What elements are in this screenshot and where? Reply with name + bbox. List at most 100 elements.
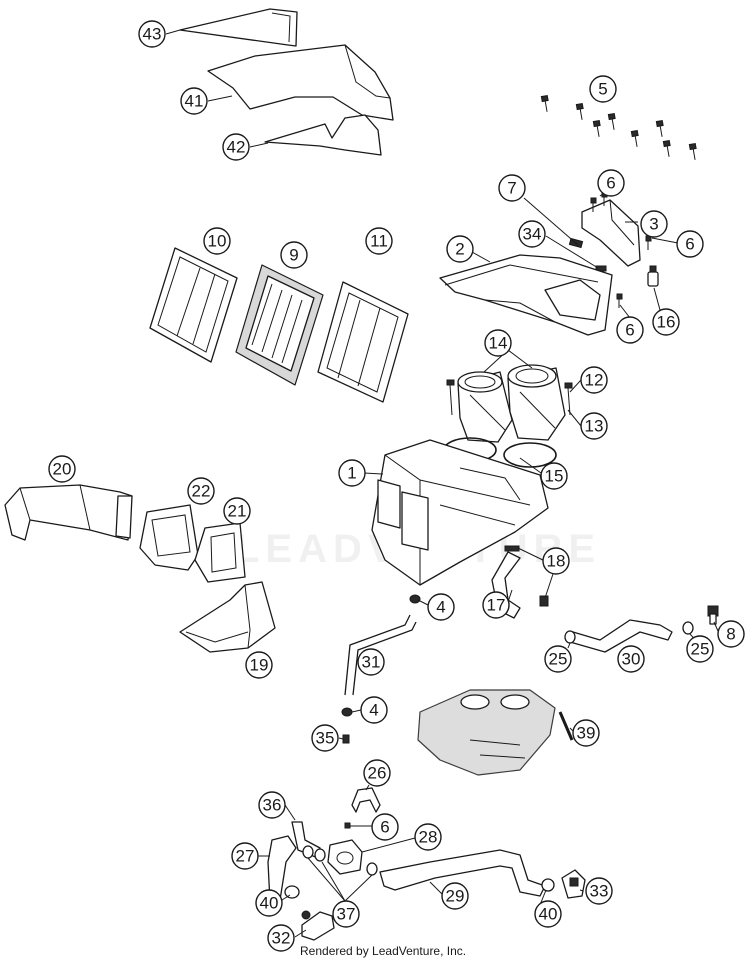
svg-text:37: 37 (337, 905, 356, 924)
callout-28: 28 (414, 823, 442, 851)
part-8-fitting (707, 605, 719, 625)
part-21-gasket (194, 522, 246, 583)
callout-8: 8 (717, 620, 745, 648)
svg-text:22: 22 (192, 482, 211, 501)
svg-text:1: 1 (347, 464, 356, 483)
svg-text:16: 16 (657, 313, 676, 332)
callout-25-a: 25 (544, 645, 572, 673)
svg-text:29: 29 (446, 887, 465, 906)
svg-text:8: 8 (726, 625, 735, 644)
callout-27: 27 (231, 842, 259, 870)
svg-text:40: 40 (260, 894, 279, 913)
svg-text:11: 11 (370, 232, 388, 251)
callout-40-a: 40 (255, 889, 283, 917)
callout-35: 35 (311, 724, 339, 752)
part-33-fitting (561, 869, 586, 899)
callout-41: 41 (180, 87, 208, 115)
callout-10: 10 (203, 227, 231, 255)
part-9-air-filter (235, 264, 324, 386)
callout-39: 39 (572, 719, 600, 747)
callout-22: 22 (187, 477, 215, 505)
callout-13: 13 (580, 412, 608, 440)
svg-text:31: 31 (362, 653, 381, 672)
svg-text:14: 14 (489, 334, 508, 353)
callout-3: 3 (640, 210, 668, 238)
part-26-bracket (351, 787, 381, 813)
callout-4-b: 4 (360, 696, 388, 724)
svg-text:34: 34 (523, 225, 542, 244)
part-11-filter-cage (317, 281, 409, 403)
callout-19: 19 (245, 651, 273, 679)
svg-text:27: 27 (236, 847, 255, 866)
credit-text: Rendered by LeadVenture, Inc. (300, 944, 467, 958)
part-28-valve (327, 839, 363, 875)
part-4-clamp-upper (409, 594, 421, 604)
svg-text:9: 9 (289, 246, 298, 265)
callout-12: 12 (580, 366, 608, 394)
callout-25-b: 25 (686, 635, 714, 663)
callout-11: 11 (365, 227, 393, 255)
svg-text:19: 19 (250, 656, 269, 675)
svg-text:41: 41 (185, 92, 204, 111)
svg-text:6: 6 (625, 321, 634, 340)
callout-30: 30 (617, 645, 645, 673)
svg-text:13: 13 (585, 417, 604, 436)
callout-32: 32 (267, 924, 295, 952)
svg-text:36: 36 (263, 796, 282, 815)
callout-16: 16 (652, 308, 680, 336)
svg-text:20: 20 (53, 460, 72, 479)
svg-text:30: 30 (622, 650, 641, 669)
svg-text:2: 2 (455, 240, 464, 259)
part-30-hose (569, 619, 673, 653)
leader-lines (165, 29, 719, 938)
svg-text:28: 28 (419, 828, 438, 847)
callout-20: 20 (48, 455, 76, 483)
part-29-long-hose (379, 849, 546, 897)
callout-15: 15 (540, 462, 568, 490)
part-2-airbox-lid (439, 254, 613, 336)
callout-5: 5 (589, 75, 617, 103)
svg-text:26: 26 (368, 764, 387, 783)
part-41-cover (207, 44, 394, 121)
part-14-intake-boots (457, 364, 566, 443)
callout-43: 43 (138, 20, 166, 48)
part-27-hose (267, 835, 297, 903)
svg-text:39: 39 (577, 724, 596, 743)
part-31-breather-hose (344, 614, 417, 696)
callout-2: 2 (446, 235, 474, 263)
callout-34: 34 (518, 220, 546, 248)
callout-17: 17 (482, 591, 510, 619)
svg-text:6: 6 (380, 818, 389, 837)
svg-text:21: 21 (228, 502, 247, 521)
callout-14: 14 (484, 329, 512, 357)
svg-text:7: 7 (507, 179, 516, 198)
callout-31: 31 (357, 648, 385, 676)
svg-text:32: 32 (272, 929, 291, 948)
part-3-side-cover (581, 199, 641, 267)
svg-text:43: 43 (143, 25, 162, 44)
part-6-screws-lower (344, 822, 372, 829)
part-5-screws (540, 94, 697, 160)
svg-text:18: 18 (547, 552, 566, 571)
part-20-intake-duct (4, 484, 133, 541)
part-39-pin (558, 711, 574, 741)
svg-text:15: 15 (545, 467, 564, 486)
svg-text:33: 33 (590, 882, 609, 901)
svg-text:3: 3 (649, 215, 658, 234)
part-19-lower-duct (179, 581, 276, 653)
svg-text:6: 6 (606, 174, 615, 193)
callout-26: 26 (363, 759, 391, 787)
part-35-screw (342, 734, 350, 744)
callout-6-a: 6 (597, 169, 625, 197)
part-6-screw-lid (616, 293, 623, 308)
callout-40-b: 40 (534, 900, 562, 928)
part-4-clamp-lower (341, 707, 353, 717)
throttle-body (417, 689, 556, 776)
part-22-duct (139, 504, 199, 571)
part-32-bracket-plate (301, 910, 335, 941)
part-42-decal (264, 114, 382, 156)
callout-37: 37 (332, 900, 360, 928)
part-12-screws (446, 379, 573, 416)
callout-6-b: 6 (676, 230, 704, 258)
